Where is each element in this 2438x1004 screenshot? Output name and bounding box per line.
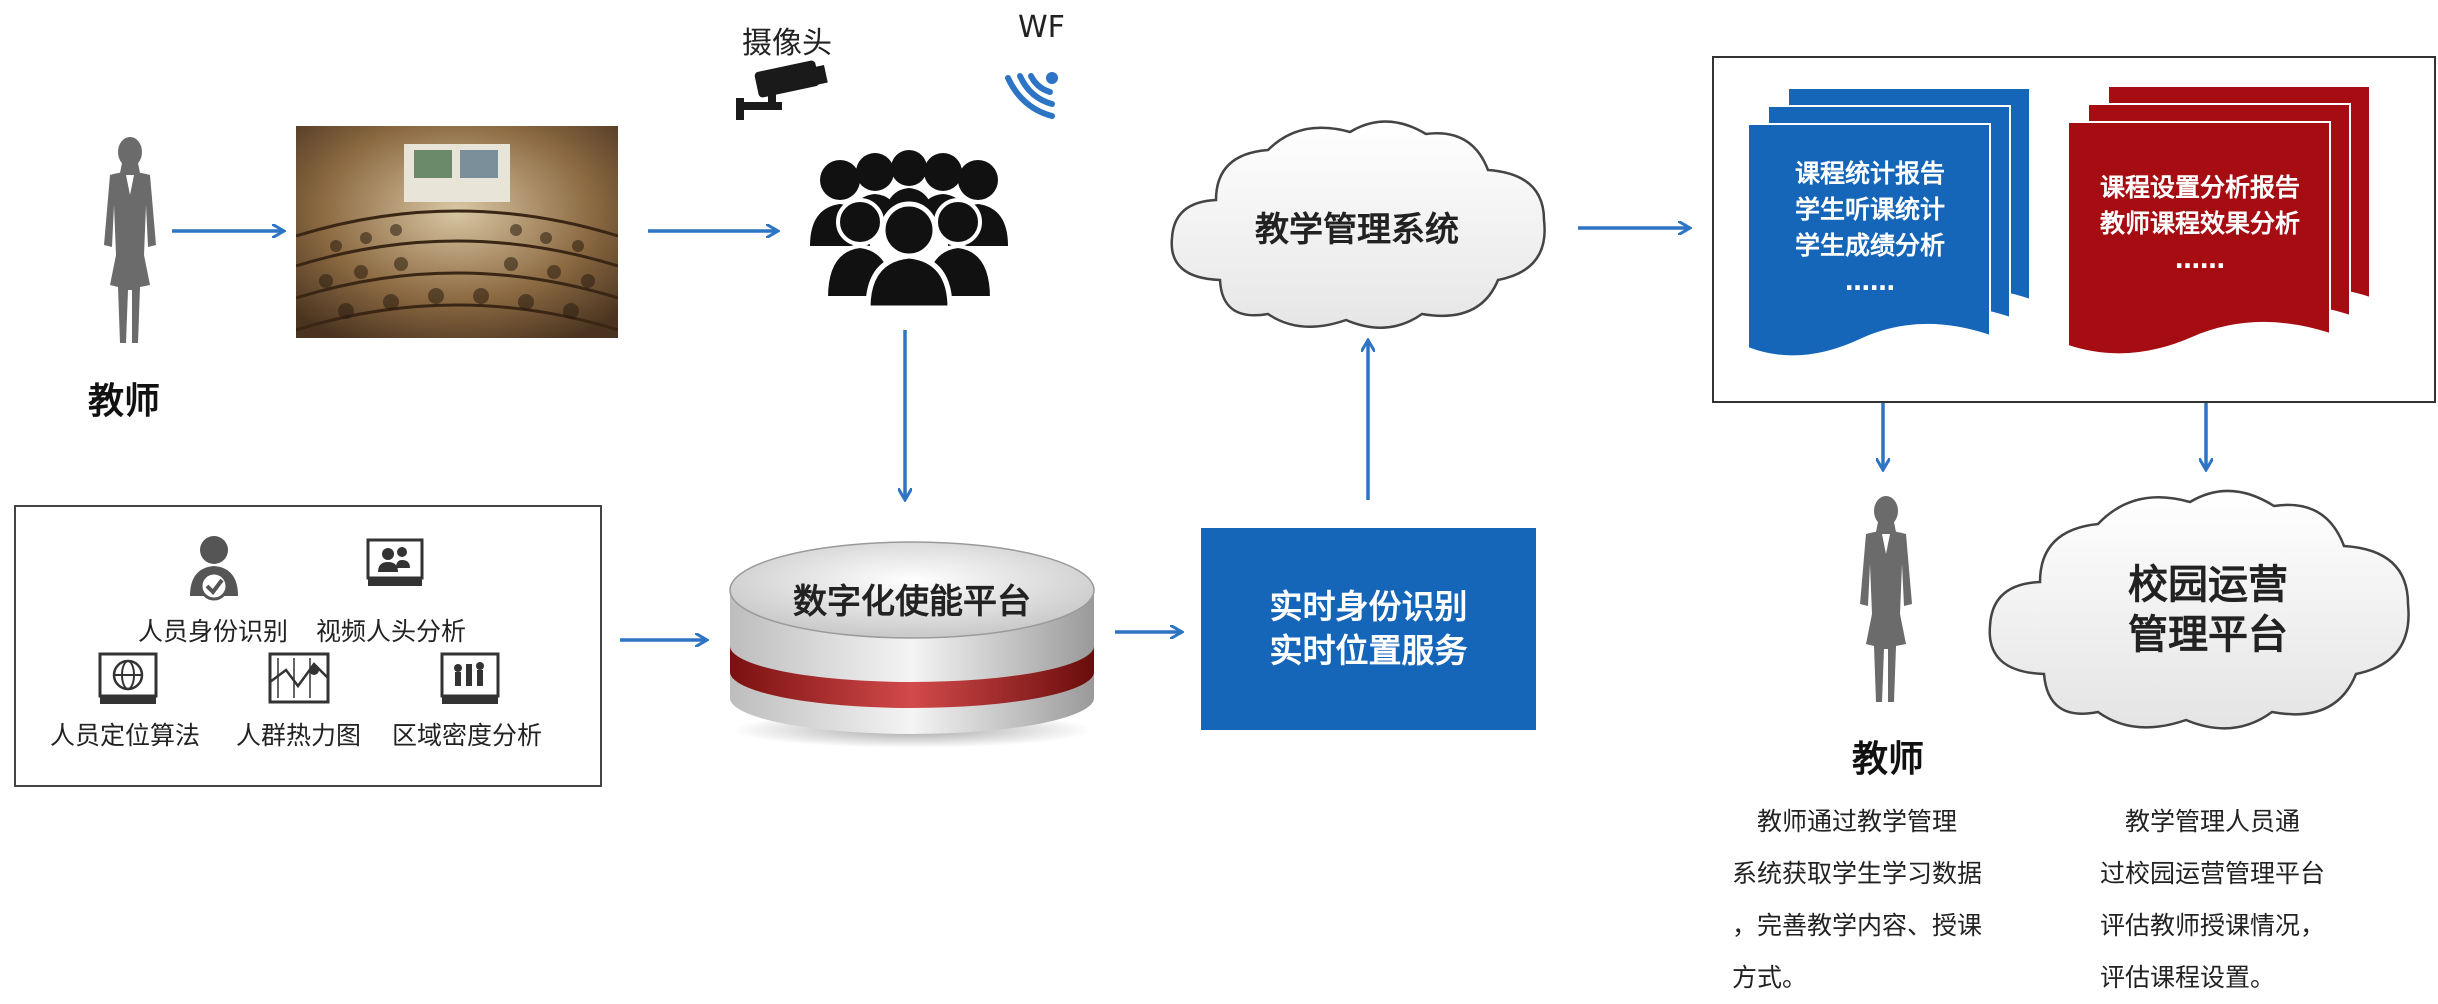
teacher-description: 教师通过教学管理 系统获取学生学习数据 ，完善教学内容、授课 方式。	[1732, 796, 2042, 1004]
admin-desc-line-4: 评估课程设置。	[2100, 963, 2276, 992]
tech-item-video-head: 视频人头分析	[316, 617, 467, 646]
platform-disc	[729, 541, 1095, 748]
teacher-desc-line-1: 教师通过教学管理	[1732, 807, 1958, 836]
blue-report-stack	[1747, 87, 2031, 358]
tech-item-density: 区域密度分析	[392, 721, 543, 750]
admin-description: 教学管理人员通 过校园运营管理平台 评估教师授课情况， 评估课程设置。	[2100, 796, 2400, 1004]
campus-platform-line-2: 管理平台	[2128, 612, 2288, 658]
red-report-line-3: ……	[2175, 245, 2225, 274]
service-line-2: 实时位置服务	[1269, 631, 1468, 670]
red-report-text: 课程设置分析报告 教师课程效果分析 ……	[2068, 170, 2332, 278]
globe-monitor-icon	[98, 652, 158, 704]
admin-desc-line-3: 评估教师授课情况，	[2100, 911, 2326, 940]
classroom-photo	[296, 126, 618, 338]
technology-box	[14, 505, 602, 787]
person-check-icon	[190, 536, 238, 601]
cloud-teaching-system	[1170, 120, 1546, 329]
admin-desc-line-1: 教学管理人员通	[2100, 807, 2301, 836]
teacher-figure-right-icon	[1860, 496, 1912, 702]
wifi-label: WF	[1018, 10, 1065, 45]
teacher-desc-line-3: ，完善教学内容、授课	[1732, 911, 1983, 940]
teacher-label-right: 教师	[1852, 739, 1925, 780]
tech-item-identity: 人员身份识别	[138, 617, 289, 646]
blue-report-text: 课程统计报告 学生听课统计 学生成绩分析 ……	[1750, 156, 1990, 300]
blue-report-line-2: 学生听课统计	[1794, 195, 1945, 224]
tech-item-positioning: 人员定位算法	[50, 721, 201, 750]
camera-icon	[736, 60, 828, 120]
platform-label: 数字化使能平台	[793, 582, 1031, 622]
teacher-desc-line-2: 系统获取学生学习数据	[1732, 859, 1983, 888]
density-monitor-icon	[440, 652, 500, 704]
monitor-people-icon	[366, 538, 424, 586]
red-report-line-1: 课程设置分析报告	[2099, 173, 2300, 202]
blue-report-line-1: 课程统计报告	[1794, 159, 1945, 188]
teacher-label-left: 教师	[88, 381, 161, 422]
teacher-desc-line-4: 方式。	[1732, 963, 1808, 992]
admin-desc-line-2: 过校园运营管理平台	[2100, 859, 2326, 888]
heatmap-icon	[268, 652, 330, 704]
wifi-icon	[1005, 72, 1058, 119]
blue-report-line-4: ……	[1845, 267, 1895, 296]
camera-label: 摄像头	[742, 26, 832, 61]
blue-report-line-3: 学生成绩分析	[1794, 231, 1945, 260]
campus-platform-label: 校园运营 管理平台	[2108, 560, 2308, 660]
tech-item-heatmap: 人群热力图	[236, 721, 362, 750]
campus-platform-line-1: 校园运营	[2128, 562, 2288, 608]
red-report-line-2: 教师课程效果分析	[2099, 209, 2300, 238]
cloud-campus-platform	[1988, 489, 2410, 730]
teacher-figure-icon	[104, 137, 156, 343]
realtime-service-box: 实时身份识别 实时位置服务	[1201, 528, 1536, 730]
cloud-teaching-system-label: 教学管理系统	[1255, 210, 1459, 250]
service-line-1: 实时身份识别	[1269, 587, 1468, 626]
red-report-stack	[2067, 85, 2371, 356]
crowd-icon	[810, 150, 1008, 308]
